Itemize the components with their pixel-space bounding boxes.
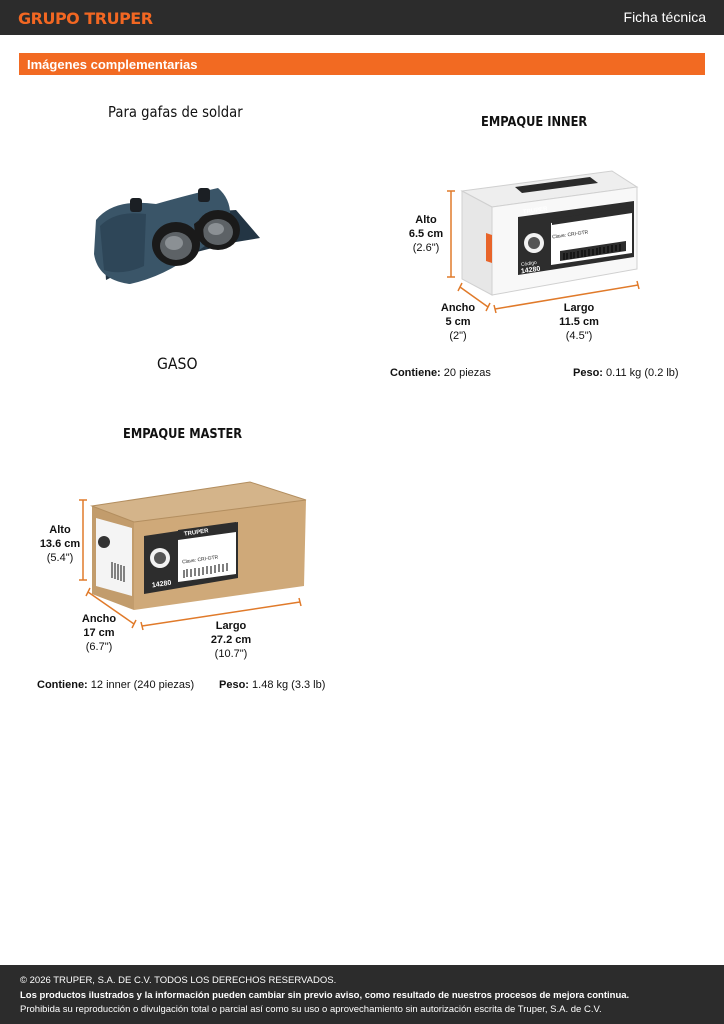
sheet-title: Ficha técnica [623,9,706,25]
product-name: GASO [157,354,198,373]
inner-contents: Contiene: 20 piezas [390,367,491,379]
master-package-title: EMPAQUE MASTER [123,427,243,442]
inner-box-image [447,170,640,314]
footer: © 2026 TRUPER, S.A. DE C.V. TODOS LOS DE… [0,965,724,1024]
inner-weight: Peso: 0.11 kg (0.2 lb) [573,367,679,379]
brand-logo[interactable]: GRUPO TRUPER [18,9,153,28]
footer-prohibition: Prohibida su reproducción o divulgación … [20,1004,602,1015]
footer-notice: Los productos ilustrados y la informació… [20,990,630,1001]
section-header: Imágenes complementarias [19,53,705,75]
master-contents: Contiene: 12 inner (240 piezas) [37,679,195,691]
master-box-image [79,481,307,631]
footer-copyright: © 2026 TRUPER, S.A. DE C.V. TODOS LOS DE… [20,975,337,986]
welding-goggles-image [94,188,260,284]
product-caption: Para gafas de soldar [108,103,243,121]
section-title: Imágenes complementarias [27,57,198,72]
inner-package-title: EMPAQUE INNER [481,115,588,130]
header-bar: GRUPO TRUPER Ficha técnica [0,0,724,35]
master-weight: Peso: 1.48 kg (3.3 lb) [219,679,326,691]
